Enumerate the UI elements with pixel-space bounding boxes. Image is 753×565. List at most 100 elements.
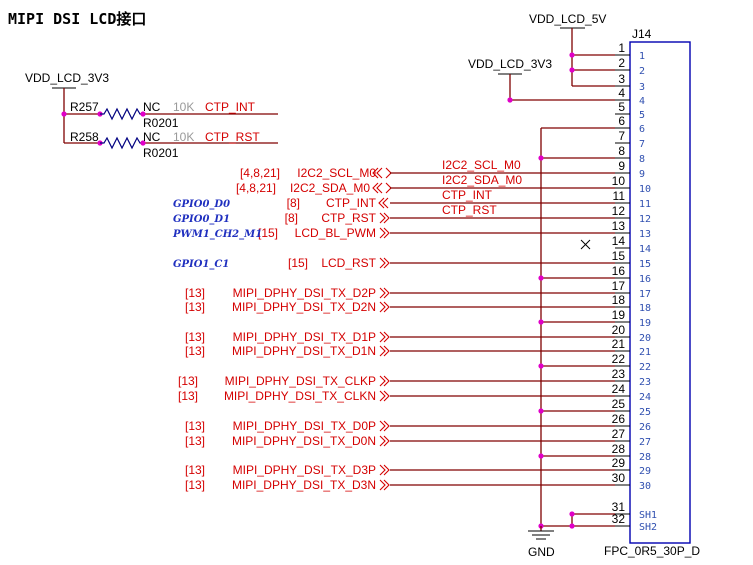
pin-number: 14 [612,234,626,248]
signal-name: LCD_BL_PWM [295,226,376,240]
signal-sheet-ref: [13] [185,478,205,492]
connector-part: FPC_0R5_30P_D [604,544,700,558]
port-arrow [379,301,390,313]
signal-sheet-ref: [13] [185,463,205,477]
port-arrow [379,287,390,299]
pin-name: 29 [639,466,651,477]
pin-name: 21 [639,347,651,358]
pin-name: 22 [639,362,651,373]
net-label-i2c2-scl: I2C2_SCL_M0 [442,158,521,172]
pin-name: 9 [639,169,645,180]
pin-number: 28 [612,442,626,456]
r257-net: CTP_INT [205,100,256,114]
pin-number: 1 [618,41,625,55]
vdd-3v3-left-label: VDD_LCD_3V3 [25,71,109,85]
signal-sheet-ref: [13] [185,419,205,433]
signal-port: MIPI_DPHY_DSI_TX_D2N[13] [185,300,615,314]
r258-ref: R258 [70,130,99,144]
port-arrow [379,331,390,343]
signal-name: MIPI_DPHY_DSI_TX_D1P [233,330,376,344]
schematic-title: MIPI DSI LCD接口 [8,10,146,28]
junction-dot [538,275,544,281]
resistor-r258: R258 NC 10K R0201 CTP_RST [70,130,278,160]
port-arrow [379,464,390,476]
shield-pin-number: 31 [612,500,626,514]
signal-port: I2C2_SCL_M0[4,8,21] [240,166,615,180]
signal-port: MIPI_DPHY_DSI_TX_CLKN[13] [178,389,615,403]
net-label-ctp-int: CTP_INT [442,188,493,202]
pin-number: 7 [618,129,625,143]
gpio-label: GPIO1_C1 [173,259,229,270]
junction-dot [538,155,544,161]
port-arrow [379,345,390,357]
junction-dot [569,511,575,517]
pin-number: 24 [612,382,626,396]
junction-dot [507,97,513,103]
port-arrow [379,227,390,239]
r257-value: NC [143,100,161,114]
net-label-ctp-rst: CTP_RST [442,203,497,217]
connector-pins: 1122334455667788991010111112121313141415… [612,41,657,533]
signal-name: MIPI_DPHY_DSI_TX_D1N [232,344,376,358]
signal-sheet-ref: [13] [185,300,205,314]
pin-name: 1 [639,51,645,62]
junction-dot [538,363,544,369]
signal-port: MIPI_DPHY_DSI_TX_CLKP[13] [178,374,615,388]
pin-name: 28 [639,452,651,463]
pin-number: 21 [612,337,626,351]
pin-number: 17 [612,279,626,293]
pin-number: 22 [612,352,626,366]
pin-number: 13 [612,219,626,233]
pin-number: 5 [618,100,625,114]
signal-port: MIPI_DPHY_DSI_TX_D3P [13] [185,463,615,477]
ground-symbol [528,526,554,540]
pin-number: 10 [612,174,626,188]
junction-dot [61,111,67,117]
signal-sheet-ref: [4,8,21] [236,181,276,195]
pin-number: 4 [618,86,625,100]
junction-dot [569,52,575,58]
pin-number: 27 [612,427,626,441]
pin-name: 10 [639,184,651,195]
pin-name: 14 [639,244,651,255]
signal-port: MIPI_DPHY_DSI_TX_D2P[13] [185,286,615,300]
pin-number: 25 [612,397,626,411]
pin-number: 6 [618,114,625,128]
r258-value2: 10K [173,130,194,144]
pin-number: 15 [612,249,626,263]
signal-port: MIPI_DPHY_DSI_TX_D0P[13] [185,419,615,433]
pin-name: 5 [639,110,645,121]
gpio-label: PWM1_CH2_M1 [172,229,262,240]
port-arrow [379,390,390,402]
pin-name: 20 [639,333,651,344]
signal-name: MIPI_DPHY_DSI_TX_D0N [232,434,376,448]
shield-pin-number: 32 [612,512,626,526]
signal-port: I2C2_SDA_M0 [4,8,21] [236,181,615,195]
r257-value2: 10K [173,100,194,114]
signal-name: MIPI_DPHY_DSI_TX_CLKN [224,389,376,403]
pin-number: 20 [612,323,626,337]
signal-port: CTP_RST[8]GPIO0_D1 [173,211,615,225]
signal-port: MIPI_DPHY_DSI_TX_D1N[13] [185,344,615,358]
port-arrow [379,212,390,224]
connector-ref: J14 [632,27,652,41]
pin-number: 16 [612,264,626,278]
signal-sheet-ref: [15] [288,256,308,270]
signal-port: LCD_RST[15]GPIO1_C1 [173,256,615,270]
pin-name: 7 [639,139,645,150]
pin-name: 13 [639,229,651,240]
r258-package: R0201 [143,146,179,160]
signal-port: MIPI_DPHY_DSI_TX_D3N [13] [185,478,615,492]
signal-name: I2C2_SDA_M0 [290,181,370,195]
junction-dot [538,408,544,414]
pin-name: 12 [639,214,651,225]
signal-sheet-ref: [13] [178,374,198,388]
signal-name: MIPI_DPHY_DSI_TX_D3P [233,463,376,477]
pin-name: 6 [639,124,645,135]
gpio-label: GPIO0_D1 [173,214,230,225]
pin-name: 23 [639,377,651,388]
signal-name: MIPI_DPHY_DSI_TX_D3N [232,478,376,492]
pin-number: 29 [612,456,626,470]
pin-name: 15 [639,259,651,270]
pin-number: 19 [612,308,626,322]
